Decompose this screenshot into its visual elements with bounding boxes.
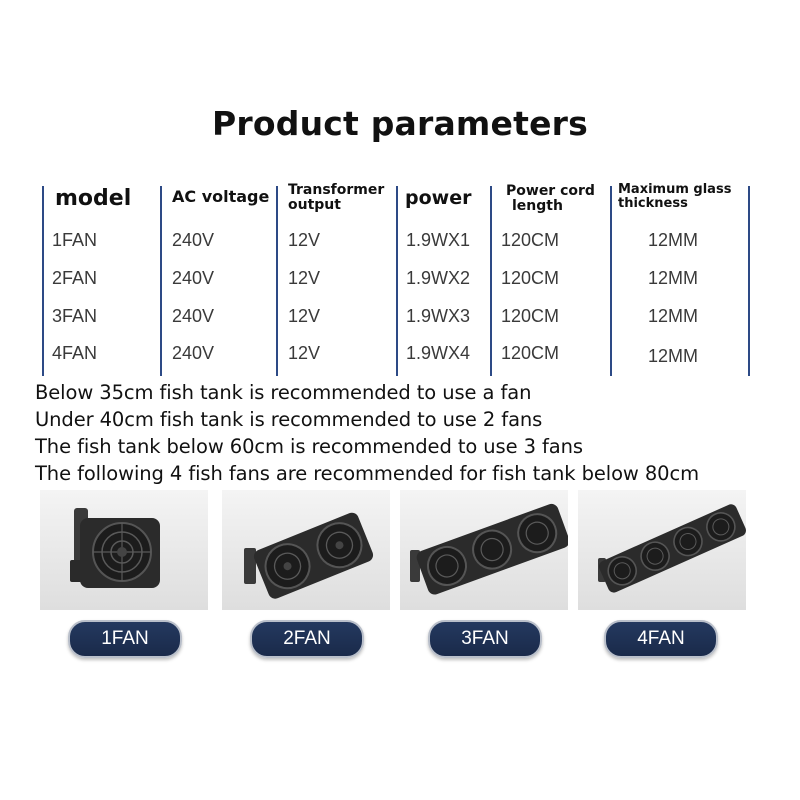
- cell-glass-thickness: 12MM: [648, 306, 699, 326]
- header-text: Maximum glass: [618, 182, 732, 197]
- table-divider: [490, 186, 492, 376]
- cell-glass-thickness: 12MM: [648, 268, 699, 288]
- cell-transformer-output: 12V: [288, 306, 321, 326]
- cell-cord-length: 120CM: [501, 343, 560, 363]
- product-label-1fan: 1FAN: [68, 620, 182, 658]
- table-divider: [610, 186, 612, 376]
- header-text: model: [55, 186, 132, 211]
- product-photo-4fan: [578, 490, 746, 610]
- note-line: Under 40cm fish tank is recommended to u…: [35, 408, 543, 431]
- cell-model: 2FAN: [52, 268, 98, 288]
- cell-model: 1FAN: [52, 230, 98, 250]
- product-photo-1fan: [40, 490, 208, 610]
- note-line: The fish tank below 60cm is recommended …: [35, 435, 583, 458]
- product-photo-2fan: [222, 490, 390, 610]
- cell-model: 3FAN: [52, 306, 98, 326]
- cell-ac-voltage: 240V: [172, 268, 215, 288]
- page-title: Product parameters: [212, 104, 588, 143]
- column-header-power-cord-length: Power cord length: [506, 184, 595, 213]
- column-header-power: power: [405, 189, 471, 208]
- cell-glass-thickness: 12MM: [648, 230, 699, 250]
- note-line: The following 4 fish fans are recommende…: [35, 462, 699, 485]
- cell-transformer-output: 12V: [288, 230, 321, 250]
- cell-cord-length: 120CM: [501, 268, 560, 288]
- header-text: output: [288, 197, 341, 213]
- cell-power: 1.9WX2: [406, 268, 471, 288]
- cell-model: 4FAN: [52, 343, 98, 363]
- fan-unit-2-image: [244, 512, 374, 599]
- note-line: Below 35cm fish tank is recommended to u…: [35, 381, 532, 404]
- cell-ac-voltage: 240V: [172, 230, 215, 250]
- product-label-3fan: 3FAN: [428, 620, 542, 658]
- cell-transformer-output: 12V: [288, 268, 321, 288]
- fan-unit-3-image: [410, 503, 568, 595]
- table-divider: [276, 186, 278, 376]
- column-header-model: model: [55, 188, 131, 210]
- header-text: length: [512, 198, 563, 214]
- table-divider: [396, 186, 398, 376]
- header-text: Transformer: [288, 182, 385, 198]
- cell-transformer-output: 12V: [288, 343, 321, 363]
- table-divider: [160, 186, 162, 376]
- fan-unit-4-image: [598, 504, 746, 593]
- column-header-max-glass-thickness: Maximum glass thickness: [618, 183, 731, 210]
- table-divider: [42, 186, 44, 376]
- cell-power: 1.9WX4: [406, 343, 471, 363]
- table-divider: [748, 186, 750, 376]
- cell-glass-thickness: 12MM: [648, 346, 699, 366]
- cell-cord-length: 120CM: [501, 230, 560, 250]
- product-label-4fan: 4FAN: [604, 620, 718, 658]
- column-header-ac-voltage: AC voltage: [172, 189, 269, 205]
- cell-ac-voltage: 240V: [172, 306, 215, 326]
- header-text: power: [405, 187, 472, 209]
- header-text: Power cord: [506, 183, 595, 199]
- product-label-2fan: 2FAN: [250, 620, 364, 658]
- cell-power: 1.9WX1: [406, 230, 471, 250]
- cell-ac-voltage: 240V: [172, 343, 215, 363]
- product-photo-3fan: [400, 490, 568, 610]
- fan-unit-1-image: [70, 508, 160, 588]
- column-header-transformer-output: Transformer output: [288, 183, 384, 212]
- header-text: AC voltage: [172, 187, 270, 206]
- cell-cord-length: 120CM: [501, 306, 560, 326]
- cell-power: 1.9WX3: [406, 306, 471, 326]
- header-text: thickness: [618, 196, 688, 211]
